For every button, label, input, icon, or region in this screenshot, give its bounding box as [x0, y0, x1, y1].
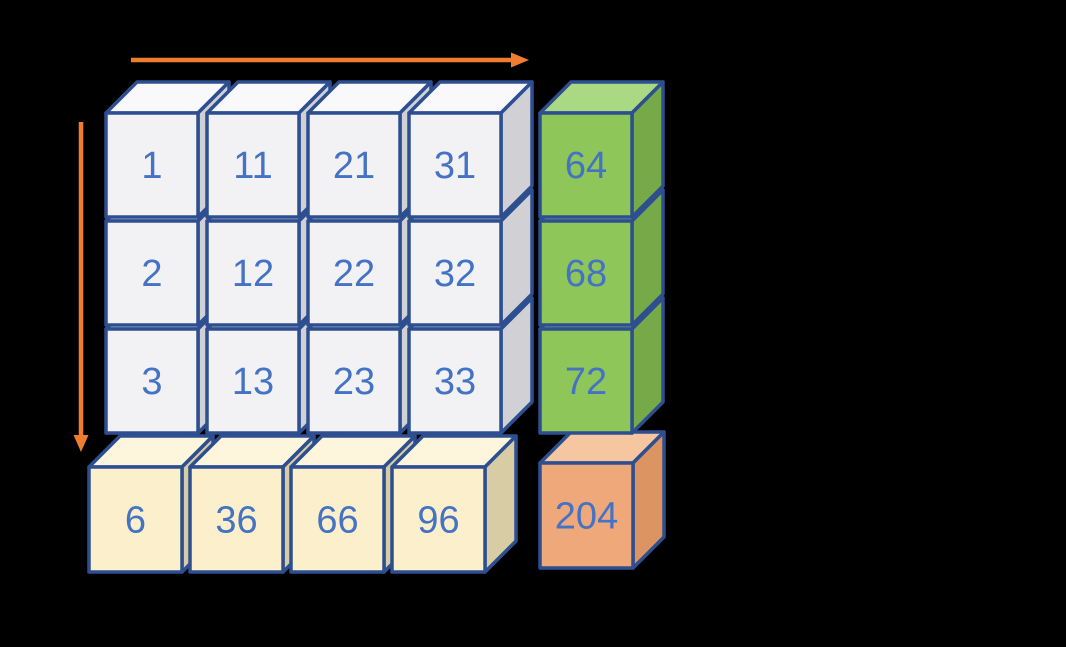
matrix-cube-r0-c2-front-face [306, 111, 402, 219]
matrix-cube-r2-c1-value: 13 [232, 361, 274, 403]
column-sum-cube-0-front-face [87, 465, 184, 574]
matrix-cube-r2-c2-value: 23 [333, 361, 375, 403]
matrix-cube-r1-c2-value: 22 [333, 253, 375, 295]
matrix-cube-r2-c0-value: 3 [141, 361, 162, 403]
matrix-cube-r2-c3-front-face [407, 327, 503, 435]
column-sum-cube-3-value: 96 [417, 500, 459, 542]
matrix-cube-r1-c1-value: 12 [232, 253, 274, 295]
column-sum-cube-3: 96 [390, 434, 518, 574]
matrix-cube-r1-c1-front-face [205, 219, 301, 327]
row-sum-cube-0-value: 64 [565, 145, 607, 187]
matrix-cube-r1-c2-front-face [306, 219, 402, 327]
matrix-cube-r0-c0: 1 [104, 80, 231, 219]
row-sum-cube-1-value: 68 [565, 253, 607, 295]
row-sum-cube-2-front-face [538, 327, 634, 435]
column-sum-cube-0-value: 6 [125, 500, 146, 542]
matrix-cube-r2-c1-front-face [205, 327, 301, 435]
column-sum-cube-2-front-face [289, 465, 386, 574]
matrix-cube-r2-c2-front-face [306, 327, 402, 435]
matrix-cube-r1-c3-front-face [407, 219, 503, 327]
grand-total-cube-value: 204 [555, 496, 618, 538]
row-sum-cube-1-front-face [538, 219, 634, 327]
vertical-direction-arrow [73, 122, 89, 452]
matrix-cube-r0-c2-value: 21 [333, 145, 375, 187]
matrix-cube-r0-c1-front-face [205, 111, 301, 219]
matrix-cube-r2-c0-front-face [104, 327, 200, 435]
matrix-cube-r1-c3-value: 32 [434, 253, 476, 295]
matrix-cube-r1-c0-front-face [104, 219, 200, 327]
row-sum-cube-2-value: 72 [565, 361, 607, 403]
column-sum-cube-1-value: 36 [215, 500, 257, 542]
grand-total-cube: 204 [538, 430, 666, 570]
matrix-cube-r2-c3-value: 33 [434, 361, 476, 403]
right-arrow-head-icon [511, 52, 529, 68]
column-sum-cube-2-value: 66 [316, 500, 358, 542]
matrix-cube-r1-c0-value: 2 [141, 253, 162, 295]
matrix-cube-r0-c0-value: 1 [141, 145, 162, 187]
matrix-cube-r0-c0-front-face [104, 111, 200, 219]
down-arrow-head-icon [73, 435, 89, 452]
column-sum-cube-1-front-face [188, 465, 285, 574]
row-sum-cube-0: 64 [538, 80, 665, 219]
matrix-cube-r0-c3-value: 31 [434, 145, 476, 187]
matrix-cube-r0-c3: 31 [407, 80, 534, 219]
matrix-cube-r0-c1-value: 11 [233, 145, 272, 187]
grand-total-cube-front-face [538, 461, 635, 570]
matrix-cube-r0-c3-front-face [407, 111, 503, 219]
row-sum-cube-0-front-face [538, 111, 634, 219]
column-sum-cube-3-front-face [390, 465, 487, 574]
horizontal-direction-arrow [131, 52, 529, 68]
